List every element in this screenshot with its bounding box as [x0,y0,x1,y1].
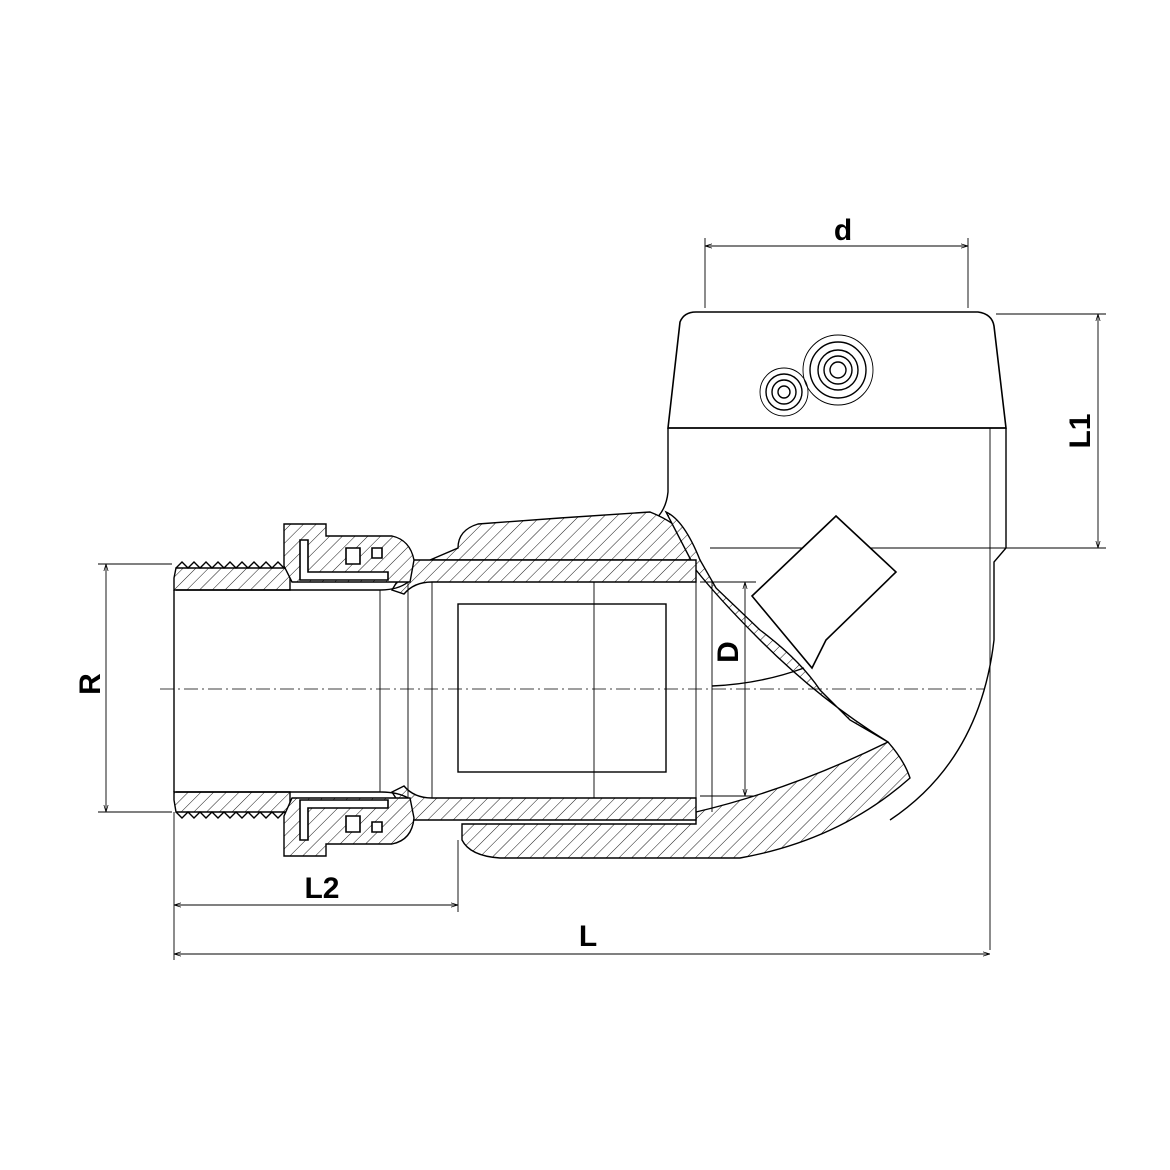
dimension-l2: L2 [173,812,459,960]
terminal-pin-large-icon [802,334,874,406]
dimension-r: R [74,563,172,813]
bore-lines [173,560,805,820]
elbow-wedge [664,510,889,743]
upper-socket [651,311,1007,950]
label-l1: L1 [1064,413,1097,448]
label-l2: L2 [304,872,339,905]
label-r: R [74,673,107,695]
label-l: L [579,920,597,953]
dimension-D: D [700,581,756,797]
dimension-d: d [704,214,969,308]
dimension-l1: L1 [996,313,1106,549]
label-d: d [834,214,852,247]
spigot-top-wall [390,559,697,595]
threaded-end-top [173,561,297,591]
elbow-wall-bottom [461,741,911,859]
label-D: D [712,641,745,663]
elbow-wall-top [429,511,702,561]
terminal-pin-small-icon [759,367,809,417]
indicator-boss [750,514,898,670]
cold-zone-box [457,603,667,773]
threaded-end-bottom [173,791,297,819]
union-nut-bottom [283,797,415,857]
union-nut-top [283,523,415,583]
dimension-l: L [174,920,990,954]
spigot-bottom-wall [390,785,697,821]
